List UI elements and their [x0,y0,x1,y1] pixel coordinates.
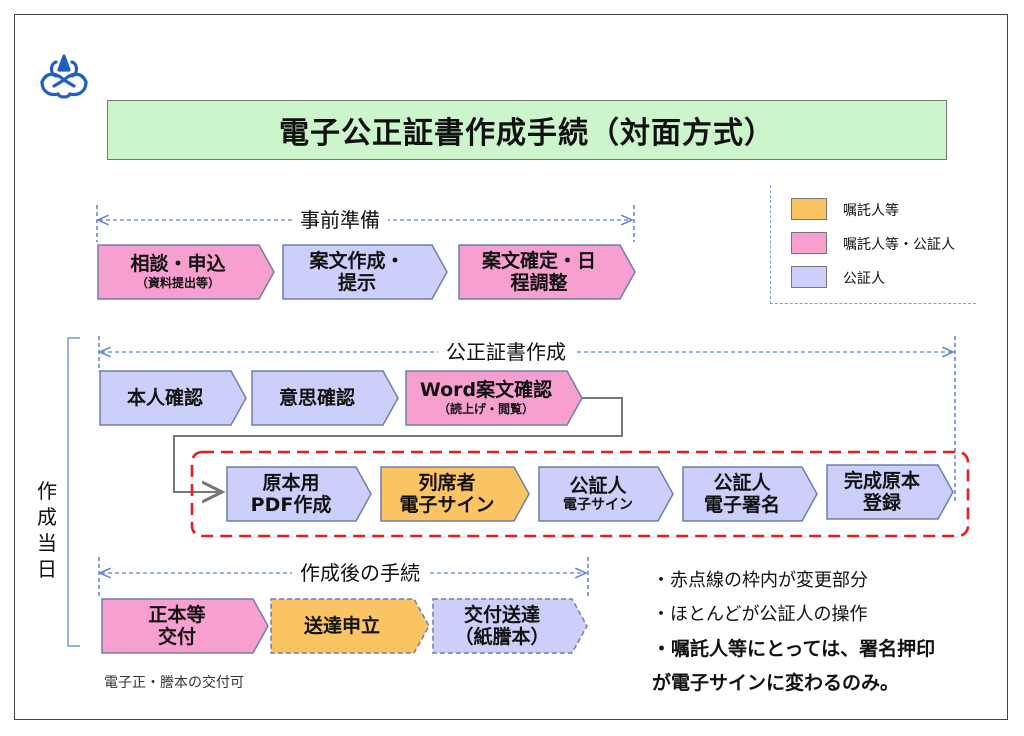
chevron-shape [380,466,530,522]
step-delivery-service: 交付送達 （紙謄本） [432,598,588,654]
step-line1: 公証人 [713,472,771,494]
day-label: 作成当日 [37,479,57,581]
legend-swatch-notary [791,266,827,288]
section-label-create: 公正証書作成 [438,340,574,364]
step-line2: 電子サイン [563,497,633,513]
step-notary-digital-signature: 公証人 電子署名 [682,466,818,522]
step-finalize-schedule: 案文確定・日 程調整 [458,244,636,300]
step-line1: 案文確定・日 [481,250,596,272]
step-line1: 本人確認 [126,387,203,409]
legend-swatch-client-notary [791,232,827,254]
step-line1: Word案文確認 [419,379,553,401]
chevron-shape [538,466,674,522]
bellflower-crest-icon [40,54,88,99]
step-line1: 完成原本 [843,470,920,492]
step-register-original: 完成原本 登録 [826,464,954,520]
step-service-request: 送達申立 [270,598,430,654]
after-footnote: 電子正・謄本の交付可 [104,675,244,691]
chevron-shape [458,244,636,300]
chevron-shape [226,466,372,522]
chevron-shape [251,370,399,426]
step-line1: 相談・申込 [130,253,226,275]
step-notary-esign: 公証人 電子サイン [538,466,674,522]
chevron-shape [405,370,583,426]
step-line2: （資料提出等） [135,276,220,290]
step-line2: 提示 [337,272,376,294]
legend-swatch-client [791,198,827,220]
step-line2: （読上げ・閲覧） [437,402,534,416]
step-line2: 電子署名 [703,494,780,516]
chevron-shape [101,598,269,654]
step-line2: 登録 [862,492,901,514]
note-line: ・赤点線の枠内が変更部分 [652,570,868,591]
step-intent-check: 意思確認 [251,370,399,426]
section-label-after: 作成後の手続 [292,561,428,585]
step-line1: 列席者 [418,472,476,494]
page-title: 電子公正証書作成手続（対面方式） [107,100,947,160]
step-pdf-create: 原本用 PDF作成 [226,466,372,522]
step-line1: 送達申立 [303,615,380,637]
page-frame [14,14,1008,720]
step-line2: （紙謄本） [454,626,550,648]
legend-label-client-notary: 嘱託人等・公証人 [843,237,955,253]
step-word-draft-check: Word案文確認 （読上げ・閲覧） [405,370,583,426]
step-line1: 意思確認 [278,387,355,409]
chevron-shape [270,598,430,654]
step-line1: 公証人 [569,475,627,497]
step-line2: 程調整 [510,272,568,294]
step-draft-present: 案文作成・ 提示 [282,244,448,300]
step-line1: 案文作成・ [309,250,405,272]
legend-label-client: 嘱託人等 [843,203,899,219]
step-line2: 電子サイン [399,494,495,516]
chevron-shape [432,598,588,654]
step-attendee-esign: 列席者 電子サイン [380,466,530,522]
step-consult-apply: 相談・申込 （資料提出等） [97,244,275,300]
step-line1: 交付送達 [463,604,540,626]
chevron-shape [826,464,954,520]
note-line: が電子サインに変わるのみ。 [652,672,900,694]
section-label-prep: 事前準備 [292,208,388,232]
step-line2: PDF作成 [250,494,332,516]
step-deliver-copy: 正本等 交付 [101,598,269,654]
chevron-shape [99,370,247,426]
note-line: ・嘱託人等にとっては、署名押印 [652,638,936,660]
step-line2: 交付 [157,626,196,648]
step-line1: 原本用 [262,472,320,494]
step-line1: 正本等 [148,604,206,626]
chevron-shape [97,244,275,300]
note-line: ・ほとんどが公証人の操作 [652,604,868,625]
step-identity-check: 本人確認 [99,370,247,426]
legend: 嘱託人等 嘱託人等・公証人 公証人 [770,185,976,304]
legend-label-notary: 公証人 [843,271,885,287]
chevron-shape [282,244,448,300]
chevron-shape [682,466,818,522]
